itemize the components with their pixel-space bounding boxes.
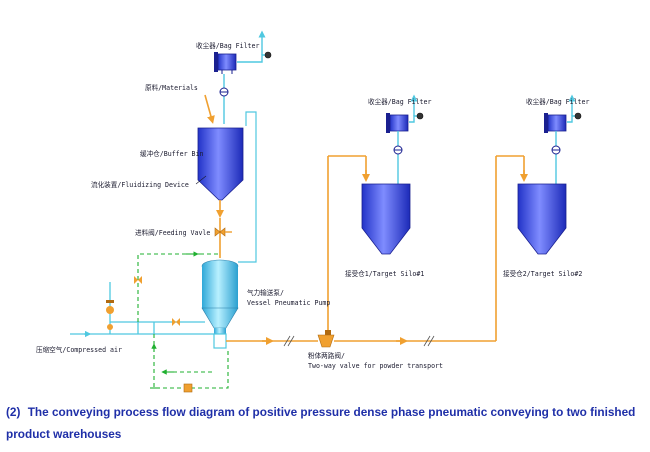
target-silo-2-label: 接受仓2/Target Silo#2 xyxy=(503,269,582,278)
bag-filter-1-exhaust-line xyxy=(237,30,266,63)
vessel-pneumatic-pump xyxy=(201,259,239,334)
pump-label-cn: 气力输送泵/ xyxy=(247,288,284,297)
two-way-valve-icon xyxy=(317,330,335,348)
two-way-valve-label-cn: 粉体两路阀/ xyxy=(308,351,345,360)
bag-filter-3-label: 收尘器/Bag Filter xyxy=(526,97,589,106)
pump-vent-return-line xyxy=(238,111,257,263)
two-way-valve-label-en: Two-way valve for powder transport xyxy=(308,362,443,370)
process-flow-diagram: 收尘器/Bag Filter 原料/Materials 缓冲仓/Buffer B… xyxy=(36,30,589,393)
pump-label-en: Vessel Pneumatic Pump xyxy=(247,299,330,307)
control-valve-top-icon xyxy=(134,276,142,284)
materials-inlet-arrow xyxy=(204,94,215,124)
bag-filter-2 xyxy=(386,113,409,133)
caption-text: The conveying process flow diagram of po… xyxy=(6,405,636,441)
compressed-air-label: 压缩空气/Compressed air xyxy=(36,345,122,354)
bag-filter-1 xyxy=(214,52,237,74)
pipe-break-marks xyxy=(283,335,435,347)
bag-filter-1-label: 收尘器/Bag Filter xyxy=(196,41,259,50)
target-silo-2 xyxy=(517,183,567,255)
bag-filter-1-fan-icon xyxy=(264,51,272,59)
bag-filter-2-exhaust-line xyxy=(409,94,418,123)
feeding-valve-icon xyxy=(214,227,232,237)
caption-number: (2) xyxy=(6,405,21,419)
bag-filter-3-exhaust-line xyxy=(567,94,576,123)
materials-label: 原料/Materials xyxy=(145,83,198,92)
bag-filter-2-label: 收尘器/Bag Filter xyxy=(368,97,431,106)
bag-filter-3-fan-icon xyxy=(574,112,582,120)
control-valve-bottom-icon xyxy=(183,383,193,393)
pump-outlet-mixer xyxy=(213,333,227,349)
bag-filter-2-fan-icon xyxy=(416,112,424,120)
air-check-valve-icon xyxy=(172,318,180,326)
compressed-air-line xyxy=(84,282,214,335)
target-silo-1 xyxy=(361,183,411,255)
buffer-bin xyxy=(197,127,244,201)
feeding-valve-label: 进料阀/Feeding Vavle xyxy=(135,228,210,237)
fluidizing-device-label: 流化装置/Fluidizing Device xyxy=(91,180,189,189)
target-silo-1-label: 接受仓1/Target Silo#1 xyxy=(345,269,424,278)
bag-filter-3 xyxy=(544,113,567,133)
diagram-caption: (2) The conveying process flow diagram o… xyxy=(6,401,636,445)
air-pressure-regulator-icon xyxy=(106,300,114,330)
buffer-bin-label: 缓冲仓/Buffer Bin xyxy=(140,149,203,158)
